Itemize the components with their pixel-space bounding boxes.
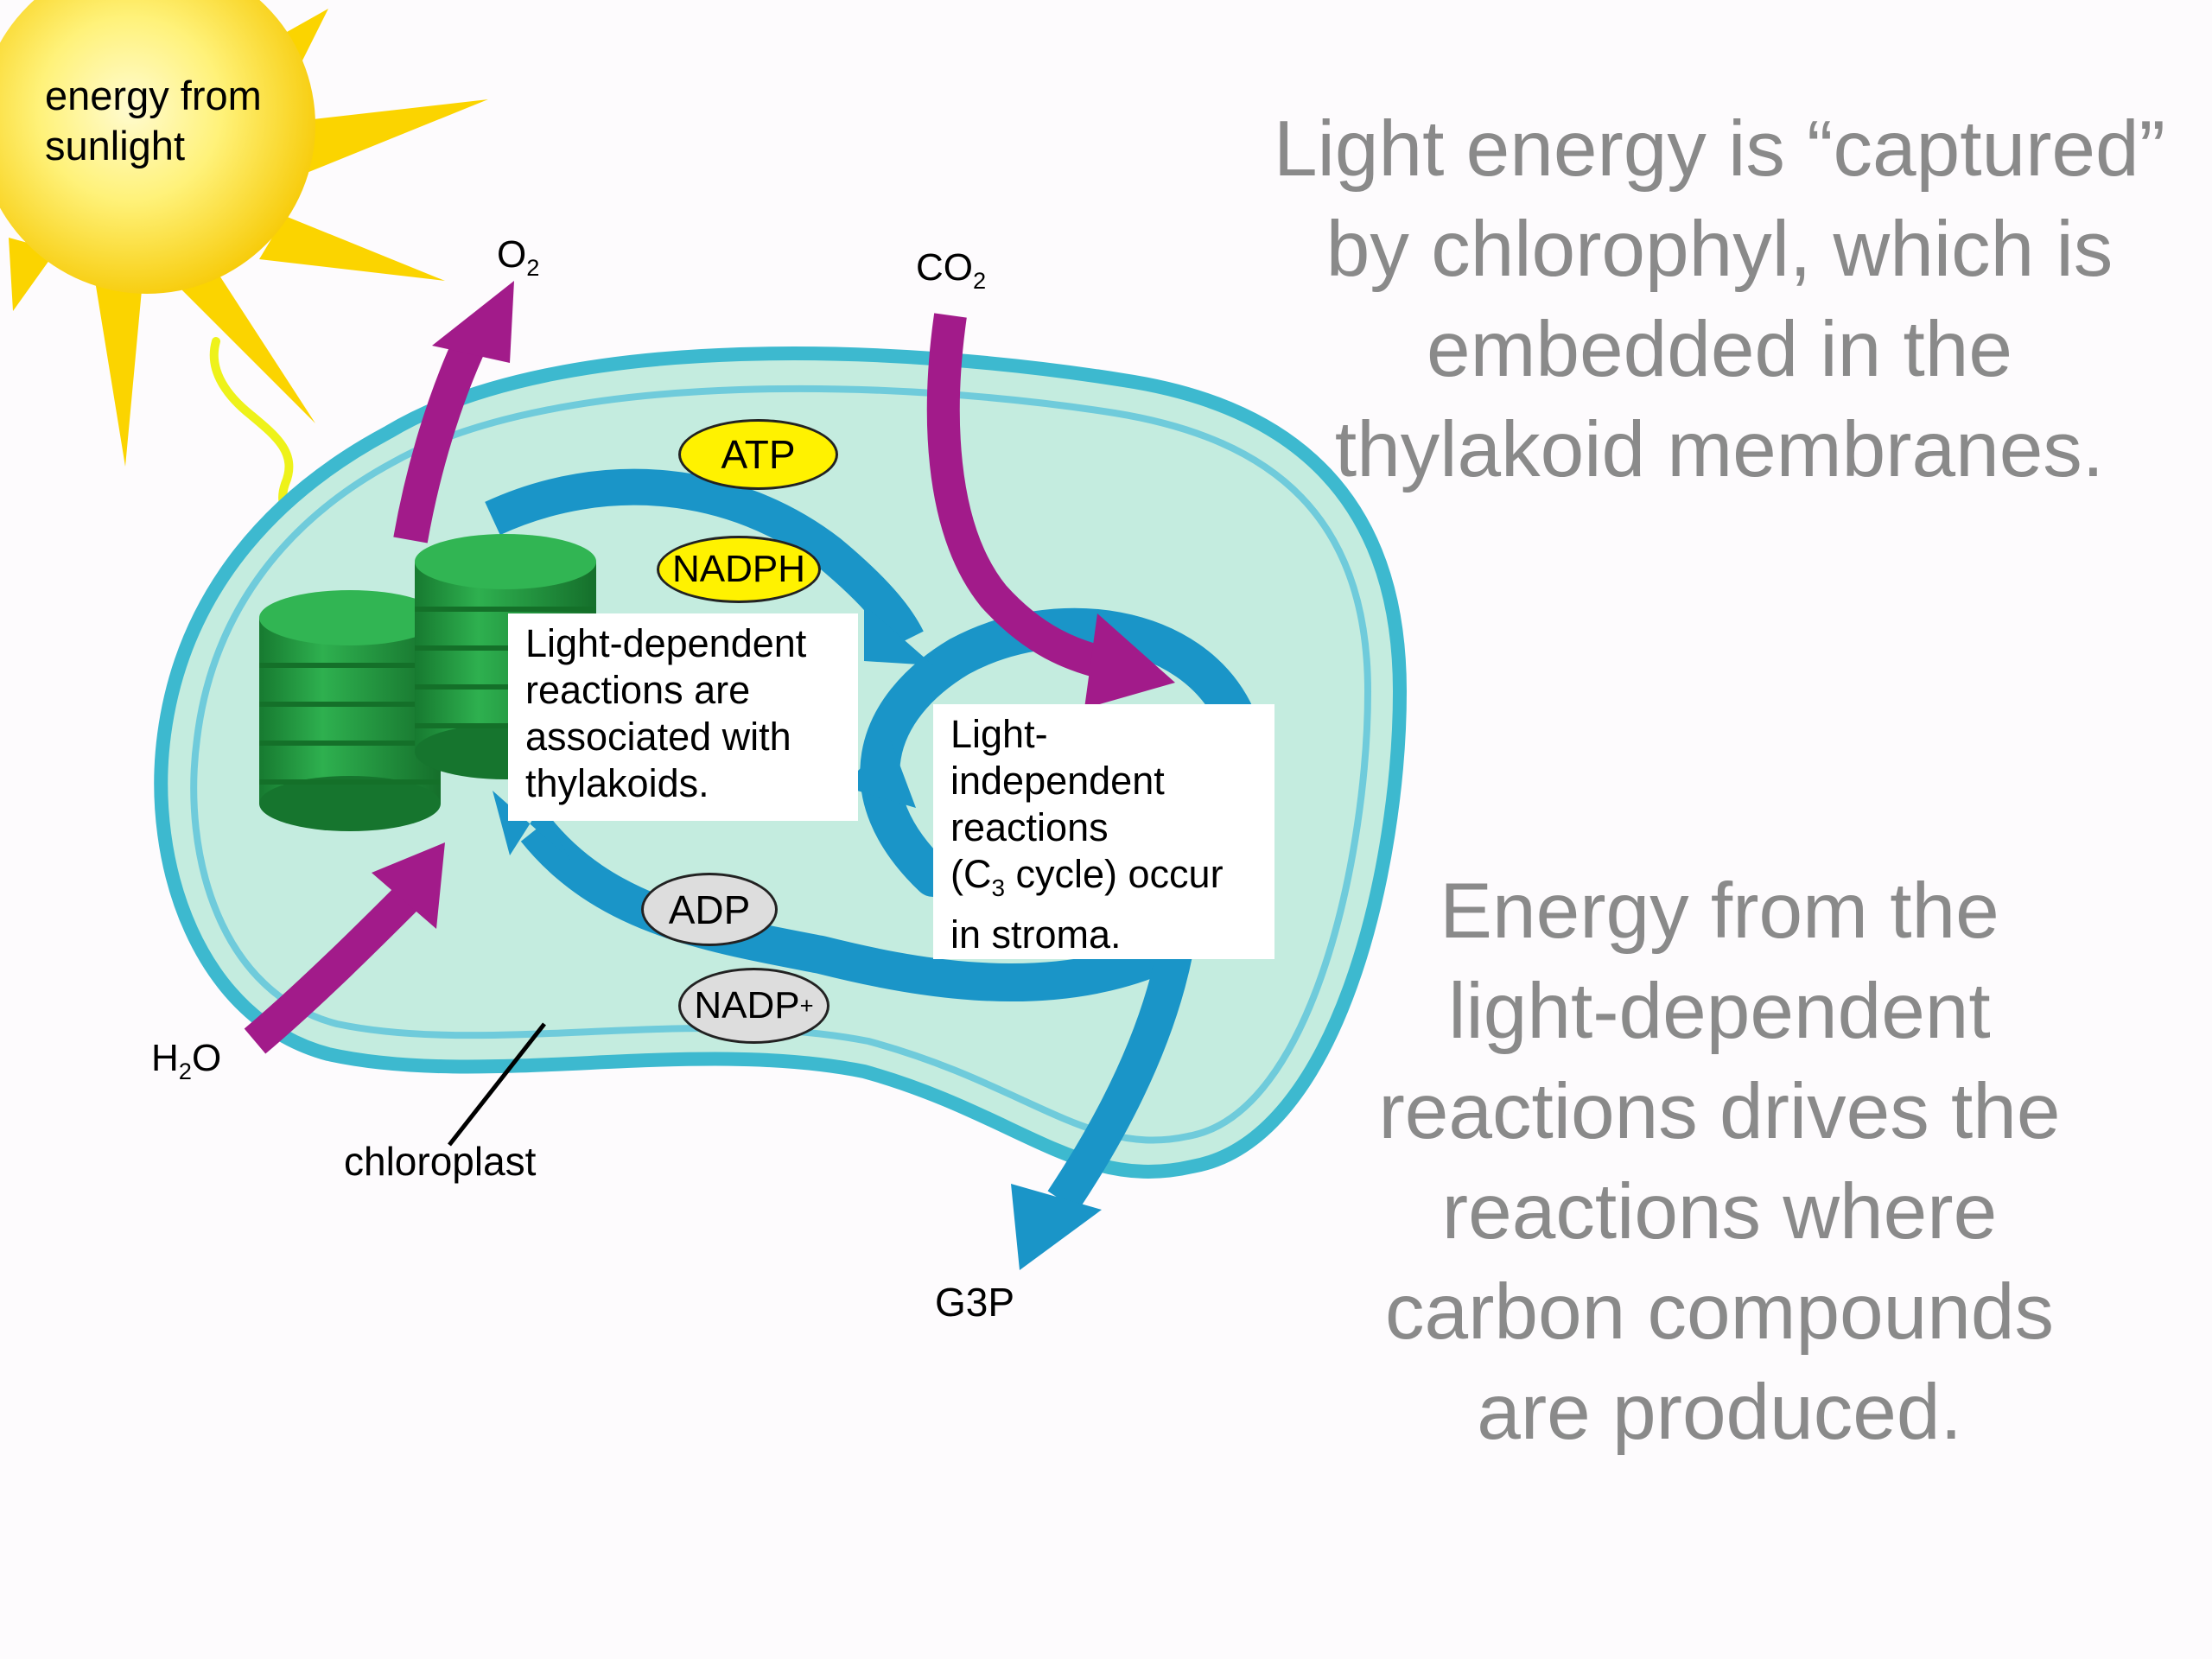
nadp-superscript: +: [799, 992, 814, 1019]
side-line: thylakoid membranes.: [1334, 406, 2105, 493]
box-line-c3: (C3 cycle) occur: [950, 851, 1257, 912]
adp-badge: ADP: [641, 873, 778, 946]
chloroplast-pointer: [448, 1022, 546, 1147]
box-line: reactions: [950, 805, 1109, 849]
sun-label: energy from sunlight: [45, 71, 262, 171]
sun-label-line: energy from: [45, 73, 262, 118]
sun-ray: [177, 264, 315, 423]
side-line: reactions drives the: [1378, 1068, 2061, 1155]
co2-text: CO: [916, 246, 973, 289]
o2-subscript: 2: [526, 253, 540, 281]
box-line: in stroma.: [950, 912, 1122, 957]
side-text-bottom: Energy from the light-dependent reaction…: [1236, 861, 2203, 1463]
h2o-label: H2O: [151, 1037, 221, 1085]
box-line: reactions are: [525, 668, 751, 712]
side-text-top: Light energy is “captured” by chlorophyl…: [1236, 99, 2203, 500]
box-line: Light-dependent: [525, 621, 807, 665]
side-line: by chlorophyl, which is: [1325, 206, 2113, 293]
sun-ray: [95, 281, 143, 467]
box-line: independent: [950, 759, 1165, 803]
granum-stack: [259, 590, 441, 831]
sun: [0, 0, 488, 467]
side-line: Energy from the: [1440, 868, 1999, 955]
atp-flow-arrowhead: [864, 605, 933, 665]
light-independent-box: Light- independent reactions (C3 cycle) …: [933, 704, 1274, 959]
sun-disc: [0, 0, 315, 294]
adp-text: ADP: [668, 887, 751, 932]
atp-text: ATP: [721, 432, 796, 477]
side-line: light-dependent: [1448, 968, 1991, 1055]
box-line: associated with: [525, 715, 791, 759]
side-line: embedded in the: [1427, 306, 2012, 393]
sun-ray: [259, 216, 445, 281]
nadp-text: NADP: [694, 984, 800, 1027]
nadph-badge: NADPH: [657, 536, 821, 603]
box-line: thylakoids.: [525, 761, 709, 805]
h2o-arrowhead: [372, 842, 445, 929]
chloroplast-label: chloroplast: [344, 1139, 537, 1184]
calvin-cycle-arrowhead: [842, 739, 916, 808]
g3p-exit-arrow: [1047, 946, 1193, 1211]
o2-label: O2: [497, 233, 539, 282]
o2-arrowhead: [432, 281, 514, 363]
h2o-subscript: 2: [178, 1057, 192, 1084]
atp-badge: ATP: [678, 419, 838, 490]
g3p-exit-arrowhead: [1011, 1184, 1102, 1270]
c3-open: (C: [950, 852, 992, 896]
adp-return-arrow: [520, 817, 1156, 1002]
side-line: carbon compounds: [1385, 1268, 2054, 1356]
side-line: Light energy is “captured”: [1274, 105, 2165, 193]
side-line: reactions where: [1441, 1168, 1998, 1255]
co2-subscript: 2: [973, 266, 987, 294]
h2o-text-h: H: [151, 1037, 179, 1079]
o2-arrow: [393, 334, 487, 543]
sun-label-line: sunlight: [45, 123, 185, 168]
o2-text: O: [497, 233, 527, 276]
atp-flow-arrow: [485, 468, 924, 648]
nadp-badge: NADP+: [678, 968, 830, 1044]
side-line: are produced.: [1477, 1369, 1962, 1456]
light-dependent-box: Light-dependent reactions are associated…: [508, 613, 858, 821]
co2-arrow: [926, 313, 1118, 682]
co2-label: CO2: [916, 246, 986, 295]
g3p-label: G3P: [935, 1280, 1015, 1325]
nadph-text: NADPH: [671, 548, 806, 590]
c3-rest: cycle) occur: [1005, 852, 1224, 896]
co2-arrowhead: [1084, 613, 1175, 709]
h2o-arrow: [244, 887, 418, 1054]
box-line: Light-: [950, 712, 1048, 756]
sun-ray: [298, 99, 488, 173]
c3-subscript: 3: [991, 874, 1005, 901]
h2o-text-o: O: [191, 1037, 222, 1079]
